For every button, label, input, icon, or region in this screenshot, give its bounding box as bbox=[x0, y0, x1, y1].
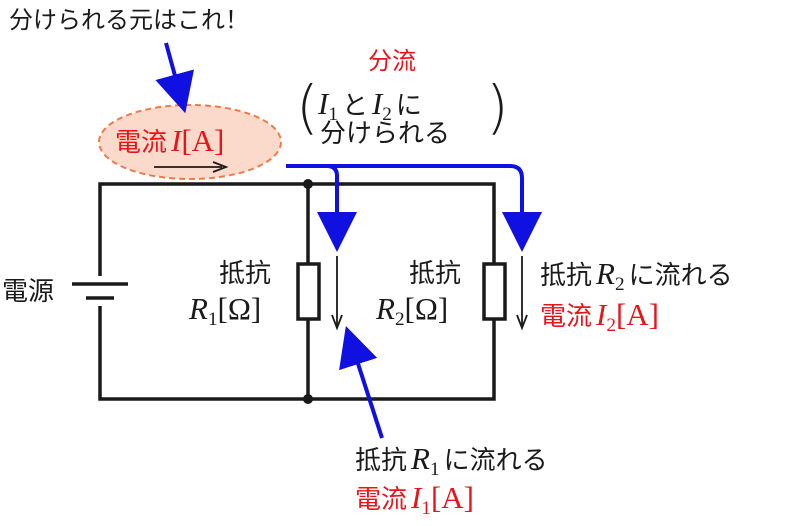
r2-flow-line1: 抵抗 R2 に流れる bbox=[540, 256, 733, 296]
r1-flow-tail: に流れる bbox=[443, 446, 548, 476]
resistor-r2-symbol bbox=[482, 262, 507, 321]
source-label: 電源 bbox=[2, 277, 55, 307]
pointer-arrow-r1-flow bbox=[339, 325, 384, 439]
r2-flow-symbol: R2 bbox=[596, 256, 625, 296]
r2-flow-word: 抵抗 bbox=[540, 261, 593, 291]
paren-right: ) bbox=[486, 73, 509, 141]
r2-flow-current: 電流 I2[A] bbox=[540, 297, 659, 337]
r1-flow-word: 抵抗 bbox=[355, 446, 408, 476]
r2-value: R2[Ω] bbox=[376, 291, 449, 331]
r1-current-unit: [A] bbox=[430, 480, 474, 515]
junction-bottom bbox=[303, 394, 313, 404]
pointer-arrow-callout bbox=[155, 42, 194, 114]
total-current-unit: [A] bbox=[181, 123, 225, 158]
symbol-i2: I2 bbox=[371, 86, 392, 126]
total-current-word: 電流 bbox=[115, 128, 168, 158]
battery-symbol bbox=[72, 276, 128, 306]
bunryu-line1: I1 と I2 に bbox=[318, 86, 422, 126]
r1-current-word: 電流 bbox=[355, 485, 408, 515]
r2-unit: [Ω] bbox=[404, 291, 449, 326]
r2-word: 抵抗 bbox=[409, 259, 462, 289]
r1-symbol: R1 bbox=[189, 291, 218, 331]
current-arrow-total bbox=[154, 161, 229, 173]
r2-current-word: 電流 bbox=[540, 302, 593, 332]
paren-left: ( bbox=[296, 73, 319, 141]
pointer-arrow-split-r2 bbox=[286, 164, 542, 252]
bunryu-to: と bbox=[341, 91, 368, 121]
symbol-i1: I1 bbox=[318, 86, 338, 126]
callout-top-text: 分けられる元はこれ！ bbox=[9, 6, 249, 34]
r1-unit: [Ω] bbox=[217, 291, 262, 326]
bunryu-ni: に bbox=[395, 91, 422, 121]
pointer-arrow-split-r1 bbox=[286, 164, 357, 252]
current-arrow-r2 bbox=[516, 256, 528, 331]
r2-symbol: R2 bbox=[376, 291, 405, 331]
r1-flow-symbol: R1 bbox=[411, 441, 440, 481]
r1-flow-line1: 抵抗 R1 に流れる bbox=[355, 441, 548, 481]
r1-value: R1[Ω] bbox=[189, 291, 262, 331]
resistor-r1-symbol bbox=[296, 262, 321, 321]
r1-flow-current: 電流 I1[A] bbox=[355, 480, 474, 520]
total-current-symbol: I bbox=[171, 123, 182, 158]
r1-current-symbol: I1 bbox=[411, 480, 431, 520]
current-arrow-r1 bbox=[331, 256, 343, 331]
r2-current-unit: [A] bbox=[615, 297, 659, 332]
junction-top bbox=[303, 179, 313, 189]
bunryu-line2: 分けられる bbox=[320, 119, 451, 149]
r1-word: 抵抗 bbox=[219, 259, 272, 289]
bunryu-title: 分流 bbox=[368, 47, 416, 75]
total-current-label: 電流 I[A] bbox=[115, 125, 224, 156]
r2-flow-tail: に流れる bbox=[628, 261, 733, 291]
r2-current-symbol: I2 bbox=[596, 297, 616, 337]
